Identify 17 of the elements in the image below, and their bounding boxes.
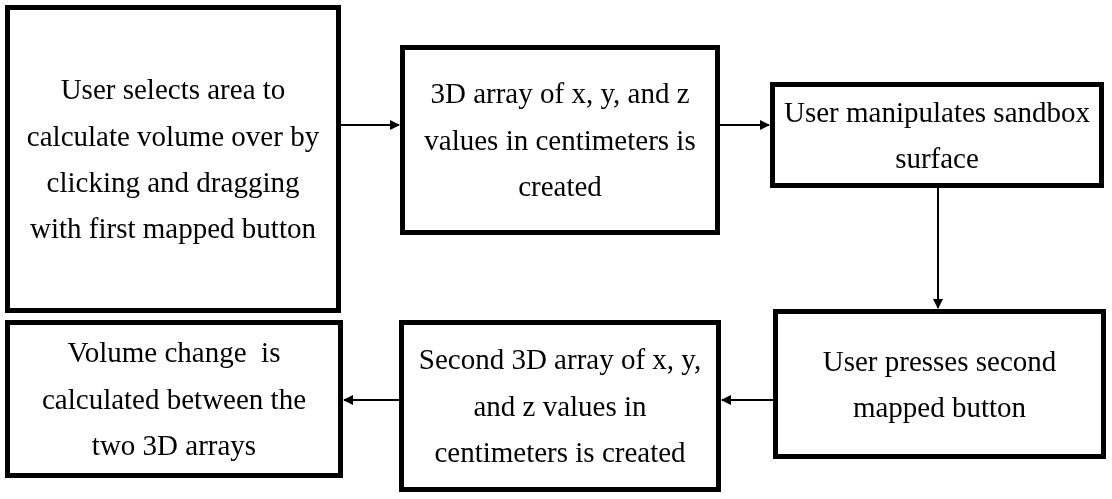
process-box bbox=[770, 82, 1104, 188]
box-text: 3D array of x, y, and z values in centimeters is created bbox=[423, 76, 697, 205]
arrow bbox=[343, 395, 400, 405]
box-text: User selects area to calculate volume over by clicking and dragging with first mapped button bbox=[25, 72, 321, 247]
box-text: Volume change is calculated between the two 3D arrays bbox=[40, 335, 308, 464]
arrow bbox=[719, 120, 770, 130]
process-box bbox=[773, 309, 1106, 459]
process-box bbox=[400, 45, 720, 235]
process-box bbox=[5, 320, 343, 478]
arrow bbox=[933, 187, 943, 309]
process-box bbox=[5, 5, 341, 313]
box-text: User presses second mapped button bbox=[821, 343, 1058, 425]
box-text: User manipulates sandbox surface bbox=[783, 94, 1091, 176]
process-box bbox=[399, 320, 721, 492]
arrow bbox=[340, 120, 400, 130]
arrow bbox=[721, 395, 774, 405]
box-text: Second 3D array of x, y, and z values in centimeters is created bbox=[417, 342, 703, 471]
